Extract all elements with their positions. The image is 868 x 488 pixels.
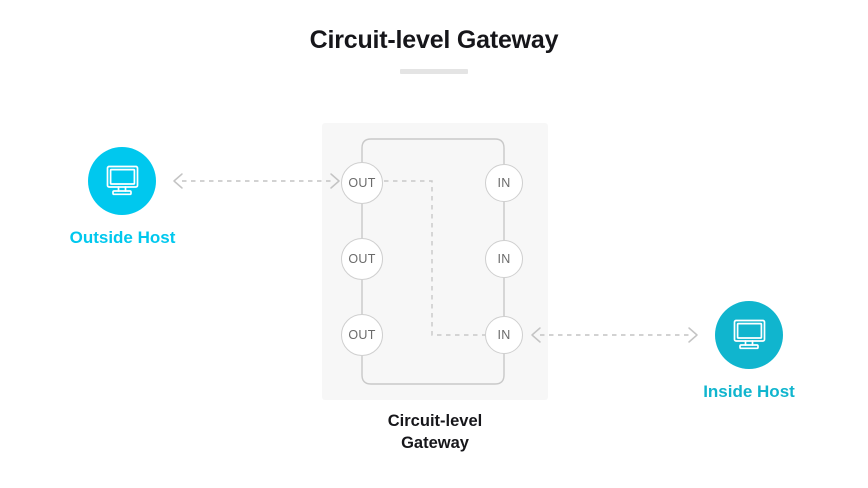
node-in-1[interactable]: IN bbox=[485, 164, 523, 202]
inside-host-label: Inside Host bbox=[703, 382, 795, 401]
node-out-3[interactable]: OUT bbox=[341, 314, 383, 356]
node-out-1[interactable]: OUT bbox=[341, 162, 383, 204]
inside-host-avatar[interactable] bbox=[715, 301, 783, 369]
desktop-monitor-icon bbox=[106, 165, 139, 196]
gateway-caption: Circuit-level Gateway bbox=[322, 410, 548, 454]
outside-host-label: Outside Host bbox=[69, 228, 176, 247]
node-in-3[interactable]: IN bbox=[485, 316, 523, 354]
page-title: Circuit-level Gateway bbox=[309, 26, 559, 54]
desktop-monitor-icon bbox=[733, 319, 766, 350]
outside-host-avatar[interactable] bbox=[88, 147, 156, 215]
title-divider bbox=[400, 69, 468, 74]
gateway-caption-line1: Circuit-level bbox=[387, 412, 483, 430]
node-in-2[interactable]: IN bbox=[485, 240, 523, 278]
node-out-2[interactable]: OUT bbox=[341, 238, 383, 280]
gateway-caption-line2: Gateway bbox=[401, 434, 469, 452]
